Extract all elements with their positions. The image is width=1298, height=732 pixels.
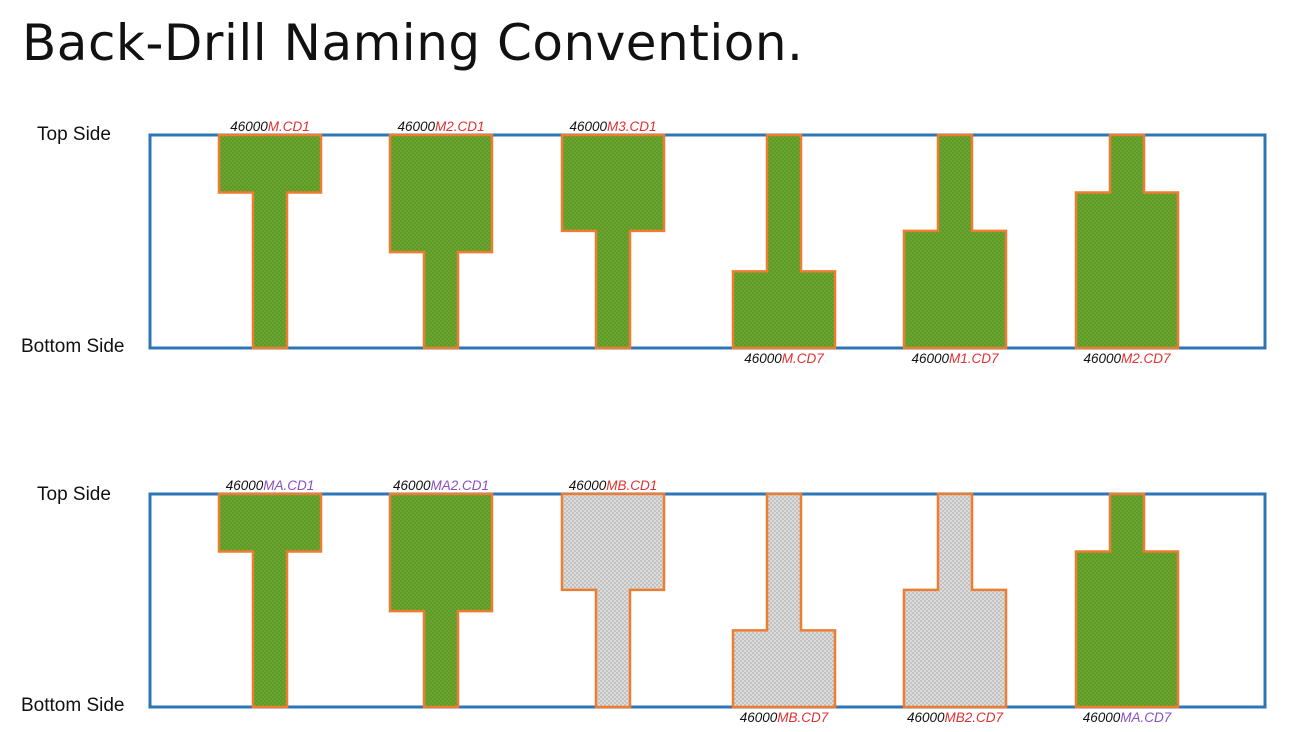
drill-label: 46000M.CD7	[744, 351, 824, 366]
drill-name: MA.CD7	[1120, 710, 1171, 725]
drill-name: M1.CD7	[949, 351, 999, 366]
drill-name: MB.CD1	[606, 478, 657, 493]
back-drill-hole	[388, 492, 494, 709]
drill-name: M.CD1	[268, 119, 310, 134]
drill-label: 46000MA.CD1	[226, 478, 315, 493]
back-drill-hole	[217, 133, 323, 350]
drill-label: 46000M.CD1	[230, 119, 310, 134]
drill-label: 46000MA2.CD1	[393, 478, 489, 493]
drill-prefix: 46000	[569, 119, 607, 134]
drill-prefix: 46000	[740, 710, 778, 725]
drill-prefix: 46000	[1083, 351, 1121, 366]
drill-name: M3.CD1	[607, 119, 657, 134]
drill-prefix: 46000	[393, 478, 431, 493]
drill-prefix: 46000	[397, 119, 435, 134]
drill-name: MA2.CD1	[431, 478, 490, 493]
drill-prefix: 46000	[1083, 710, 1121, 725]
drill-label: 46000M3.CD1	[569, 119, 656, 134]
board-outline	[148, 492, 1267, 709]
drill-label: 46000MB2.CD7	[907, 710, 1004, 725]
back-drill-hole	[1074, 492, 1180, 709]
drill-name: MB2.CD7	[945, 710, 1004, 725]
drill-name: M2.CD7	[1121, 351, 1171, 366]
drill-label: 46000MB.CD1	[569, 478, 658, 493]
drill-prefix: 46000	[569, 478, 607, 493]
drill-name: MA.CD1	[263, 478, 314, 493]
drill-name: M.CD7	[782, 351, 824, 366]
back-drill-hole	[1074, 133, 1180, 350]
drill-name: MB.CD7	[777, 710, 828, 725]
drill-label: 46000MB.CD7	[740, 710, 829, 725]
drill-prefix: 46000	[230, 119, 268, 134]
slide-title: Back-Drill Naming Convention.	[22, 14, 804, 72]
drill-name: M2.CD1	[435, 119, 485, 134]
drill-prefix: 46000	[226, 478, 264, 493]
back-drill-hole	[217, 492, 323, 709]
back-drill-hole	[731, 492, 837, 709]
drill-label: 46000M1.CD7	[911, 351, 999, 366]
back-drill-hole	[560, 133, 666, 350]
drill-label: 46000MA.CD7	[1083, 710, 1172, 725]
back-drill-hole	[731, 133, 837, 350]
top-side-label: Top Side	[37, 484, 111, 505]
bottom-side-label: Bottom Side	[21, 695, 125, 716]
bottom-side-label: Bottom Side	[21, 336, 125, 357]
top-side-label: Top Side	[37, 124, 111, 145]
board-outline	[148, 133, 1267, 350]
back-drill-hole	[902, 133, 1008, 350]
back-drill-hole	[902, 492, 1008, 709]
back-drill-hole	[388, 133, 494, 350]
drill-prefix: 46000	[911, 351, 949, 366]
back-drill-hole	[560, 492, 666, 709]
drill-label: 46000M2.CD1	[397, 119, 484, 134]
drill-prefix: 46000	[907, 710, 945, 725]
drill-prefix: 46000	[744, 351, 782, 366]
drill-label: 46000M2.CD7	[1083, 351, 1171, 366]
